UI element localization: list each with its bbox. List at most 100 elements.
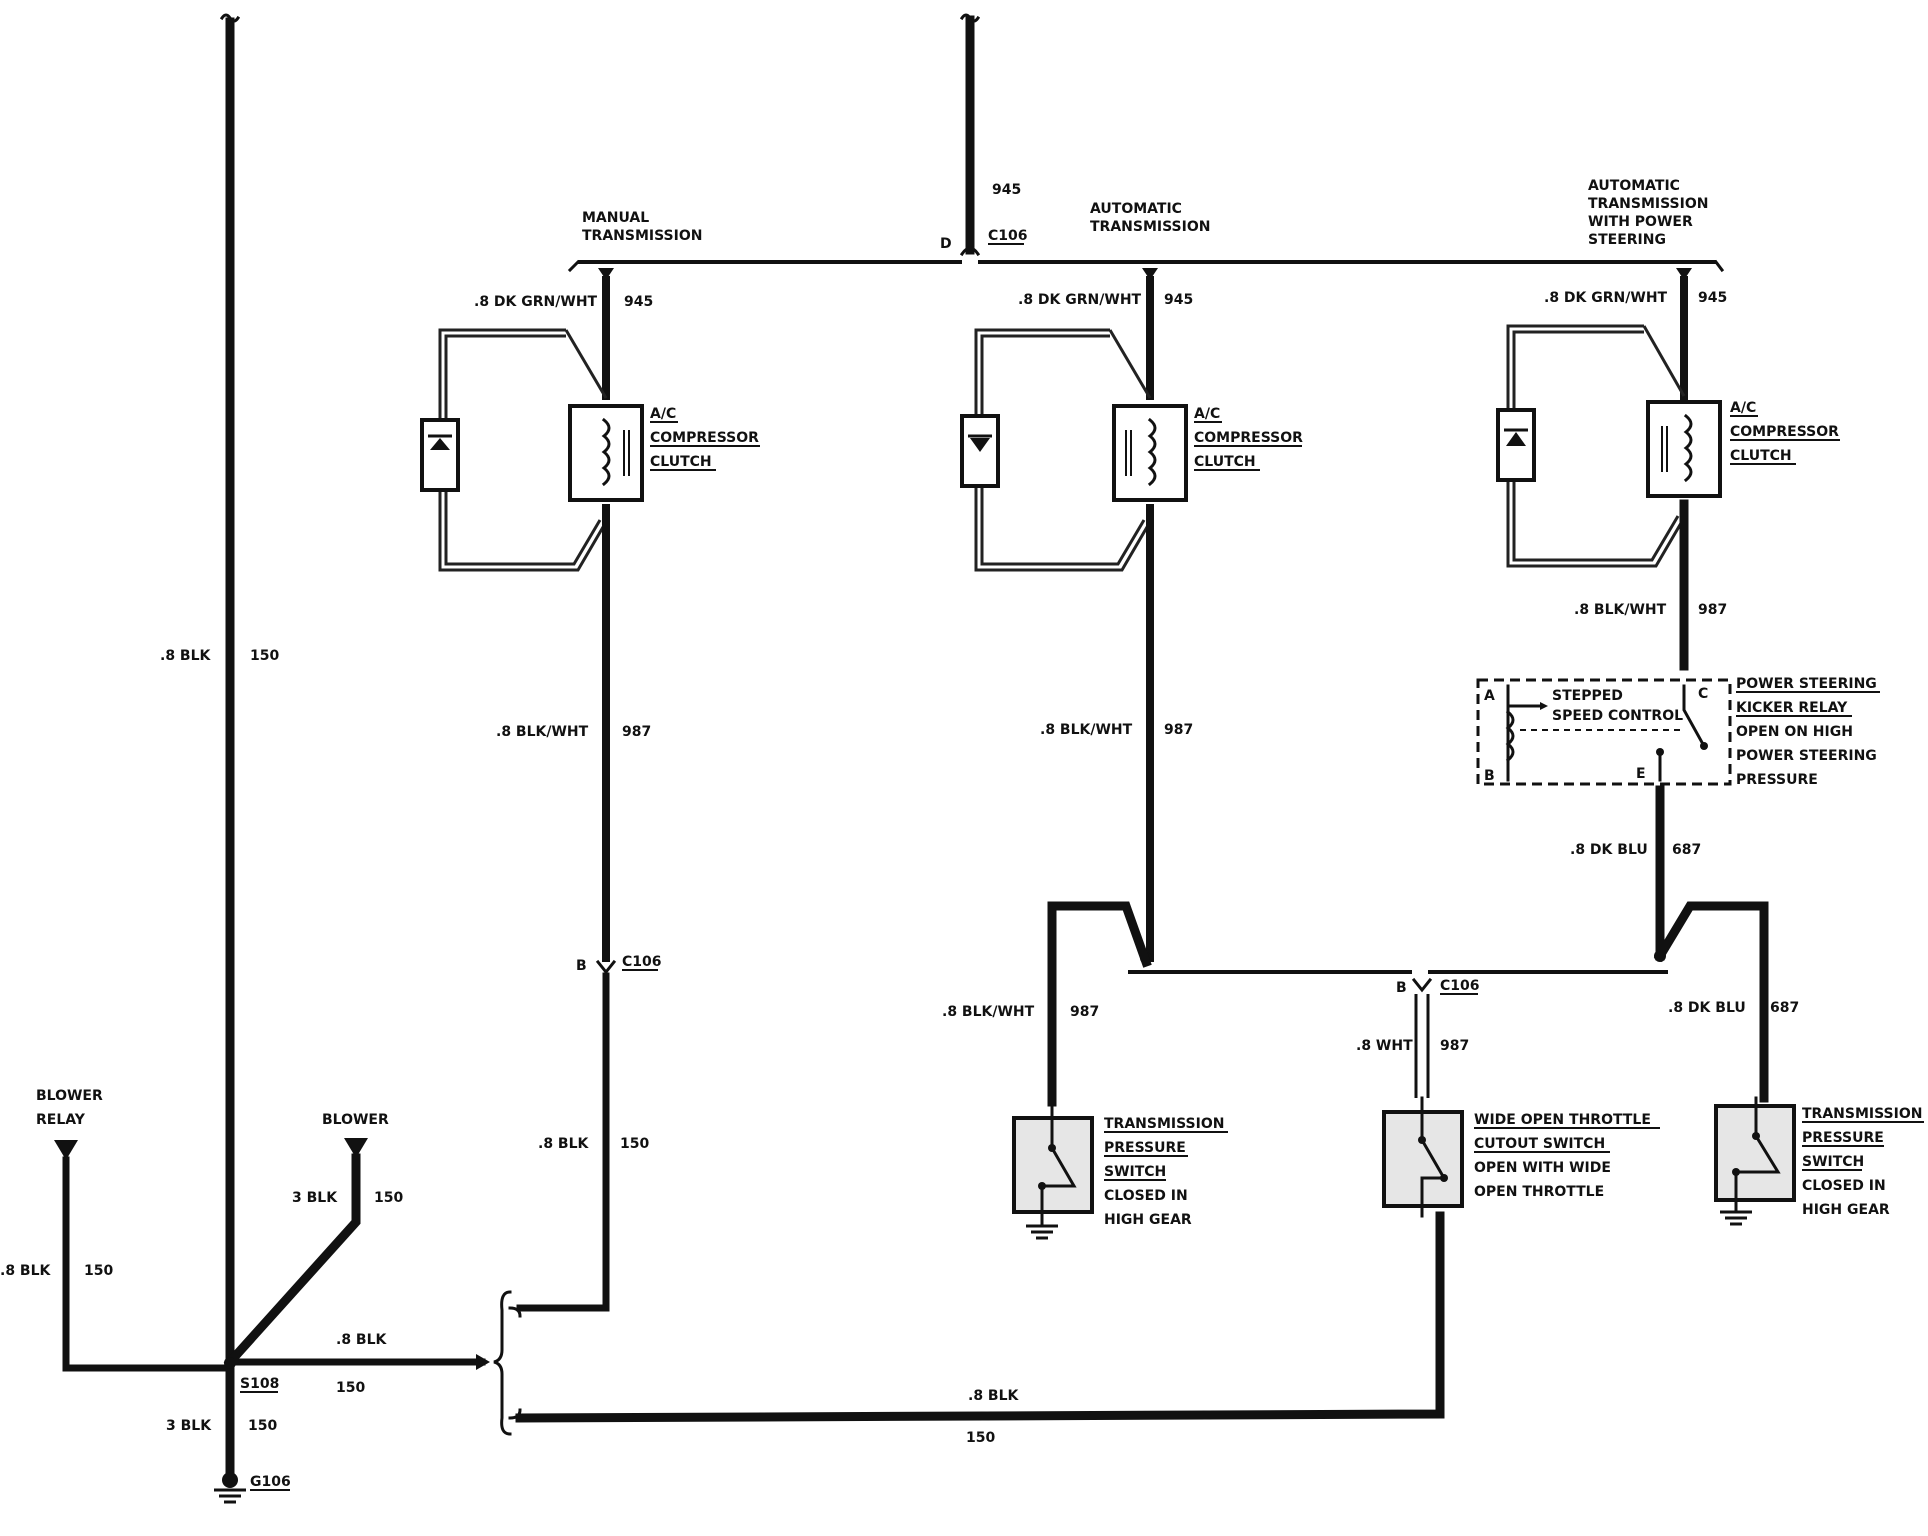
auto-return-wire-label: .8 BLK/WHT (1040, 722, 1133, 738)
ground-label: G106 (250, 1474, 291, 1490)
manual-diode-box (420, 418, 460, 492)
blower-branch: BLOWER 3 BLK 150 (223, 1112, 403, 1369)
ps-clutch-label-2: COMPRESSOR (1730, 424, 1839, 440)
blower-relay-wire-label: .8 BLK (0, 1263, 52, 1279)
manual-clutch-label-1: A/C (650, 406, 676, 422)
tps-left-wire-label: .8 BLK/WHT (942, 1004, 1035, 1020)
blower-wire (223, 1153, 361, 1369)
manual-ground-circuit-label: 150 (620, 1136, 649, 1152)
wot-pin: B (1396, 980, 1407, 996)
ps-return-wire-label: .8 BLK/WHT (1574, 602, 1667, 618)
wot-wire (1414, 994, 1430, 1098)
relay-pin-b: B (1484, 768, 1495, 784)
wot-wire-label: .8 WHT (1356, 1038, 1413, 1054)
ground-trunk: .8 BLK 150 (160, 13, 279, 1480)
automatic-branch: .8 DK GRN/WHT 945 A/C COMPRESSOR CLUTCH … (960, 268, 1303, 964)
tps-left-title-1: TRANSMISSION (1104, 1116, 1224, 1132)
manual-branch: .8 DK GRN/WHT 945 A/C COMPRESSOR CLUTCH … (420, 268, 760, 1312)
splice-out-circuit-label: 150 (336, 1380, 365, 1396)
splice-s108: S108 .8 BLK 150 3 BLK 150 (166, 1332, 490, 1434)
section-auto-ps-1: AUTOMATIC (1588, 178, 1680, 194)
tps-left-switch-icon (1040, 1100, 1077, 1226)
connector-bracket (493, 1290, 512, 1436)
ps-feed-circuit-label: 945 (1698, 290, 1727, 306)
auto-clutch-label-3: CLUTCH (1194, 454, 1256, 470)
blower-connector-icon (344, 1138, 368, 1158)
top-feed-circuit: 945 (992, 182, 1021, 198)
automatic-ps-branch: .8 DK GRN/WHT 945 A/C COMPRESSOR CLUTCH … (1476, 268, 1880, 962)
section-auto-1: AUTOMATIC (1090, 201, 1182, 217)
section-auto-ps-3: WITH POWER (1588, 214, 1693, 230)
ps-clutch-label-1: A/C (1730, 400, 1756, 416)
trunk-wire-label: .8 BLK (160, 648, 212, 664)
auto-clutch-coil-icon (1147, 417, 1157, 487)
blower-relay-circuit-label: 150 (84, 1263, 113, 1279)
wot-cutout-branch: B C106 .8 WHT 987 WIDE OPEN THROTTLE CUT… (515, 977, 1660, 1423)
ps-feed-wire-label: .8 DK GRN/WHT (1544, 290, 1668, 306)
tps-right-wire-label: .8 DK BLU (1668, 1000, 1746, 1016)
manual-feed-circuit-label: 945 (624, 294, 653, 310)
manual-feed-wire-label: .8 DK GRN/WHT (474, 294, 598, 310)
blower-circuit-label: 150 (374, 1190, 403, 1206)
tps-right-title-3: SWITCH (1802, 1154, 1864, 1170)
top-feed: 945 D C106 (940, 13, 1028, 257)
tps-left-note-1: CLOSED IN (1104, 1188, 1188, 1204)
manual-return-wire-label: .8 BLK/WHT (496, 724, 589, 740)
tps-left-circuit-label: 987 (1070, 1004, 1099, 1020)
trunk-circuit-label: 150 (250, 648, 279, 664)
ps-clutch-box (1646, 400, 1722, 498)
wot-ground-wire (515, 1211, 1445, 1423)
top-feed-connector: C106 (988, 228, 1028, 244)
tps-left-title-3: SWITCH (1104, 1164, 1166, 1180)
relay-coil-icon (1505, 709, 1515, 763)
trans-pressure-left-branch: .8 BLK/WHT 987 TRANSMISSION PRESSURE SWI… (942, 901, 1228, 1240)
section-auto-ps-2: TRANSMISSION (1588, 196, 1708, 212)
section-manual-2: TRANSMISSION (582, 228, 702, 244)
tps-right-circuit-label: 687 (1770, 1000, 1799, 1016)
blower-relay-label-1: BLOWER (36, 1088, 103, 1104)
blower-label: BLOWER (322, 1112, 389, 1128)
relay-pin-a: A (1484, 688, 1495, 704)
ps-diode-icon (1506, 432, 1526, 446)
section-auto-ps-4: STEERING (1588, 232, 1666, 248)
ps-return-circuit-label: 987 (1698, 602, 1727, 618)
wot-circuit-label: 987 (1440, 1038, 1469, 1054)
blower-relay-wire (62, 1156, 234, 1372)
connector-c106-top-icon (959, 246, 981, 257)
relay-inner-label-1: STEPPED (1552, 688, 1623, 704)
auto-clutch-label-1: A/C (1194, 406, 1220, 422)
ps-relay-out-wire-label: .8 DK BLU (1570, 842, 1648, 858)
splice-out-wire-label: .8 BLK (336, 1332, 388, 1348)
manual-return-circuit-label: 987 (622, 724, 651, 740)
auto-feed-circuit-label: 945 (1164, 292, 1193, 308)
ps-relay-out-circuit-label: 687 (1672, 842, 1701, 858)
manual-ground-wire-label: .8 BLK (538, 1136, 590, 1152)
auto-return-circuit-label: 987 (1164, 722, 1193, 738)
tps-right-wire (1653, 901, 1769, 1103)
manual-diode-icon (430, 438, 450, 450)
ground-circuit-label: 150 (248, 1418, 277, 1434)
bottom-circuit-label: 150 (966, 1430, 995, 1446)
manual-clutch-label-2: COMPRESSOR (650, 430, 759, 446)
auto-diode-icon (970, 438, 990, 452)
trans-pressure-right-branch: .8 DK BLU 687 TRANSMISSION PRESSURE SWIT… (1653, 901, 1924, 1226)
wot-title-1: WIDE OPEN THROTTLE (1474, 1112, 1651, 1128)
ps-relay-box (1476, 678, 1732, 786)
relay-pin-c: C (1698, 686, 1708, 702)
auto-clutch-label-2: COMPRESSOR (1194, 430, 1303, 446)
ps-clutch-coil-icon (1683, 413, 1693, 483)
tps-right-note-1: CLOSED IN (1802, 1178, 1886, 1194)
ground-node (222, 1472, 238, 1488)
manual-connector: C106 (622, 954, 662, 970)
break-mark (219, 13, 241, 23)
top-feed-pin: D (940, 236, 952, 252)
blower-relay-label-2: RELAY (36, 1112, 86, 1128)
relay-label-1: POWER STEERING (1736, 676, 1877, 692)
tps-right-title-1: TRANSMISSION (1802, 1106, 1922, 1122)
relay-switch-icon (1682, 684, 1707, 749)
manual-ground-wire (516, 972, 610, 1312)
splice-label: S108 (240, 1376, 279, 1392)
relay-label-3: OPEN ON HIGH (1736, 724, 1853, 740)
relay-label-5: PRESSURE (1736, 772, 1818, 788)
manual-pin: B (576, 958, 587, 974)
